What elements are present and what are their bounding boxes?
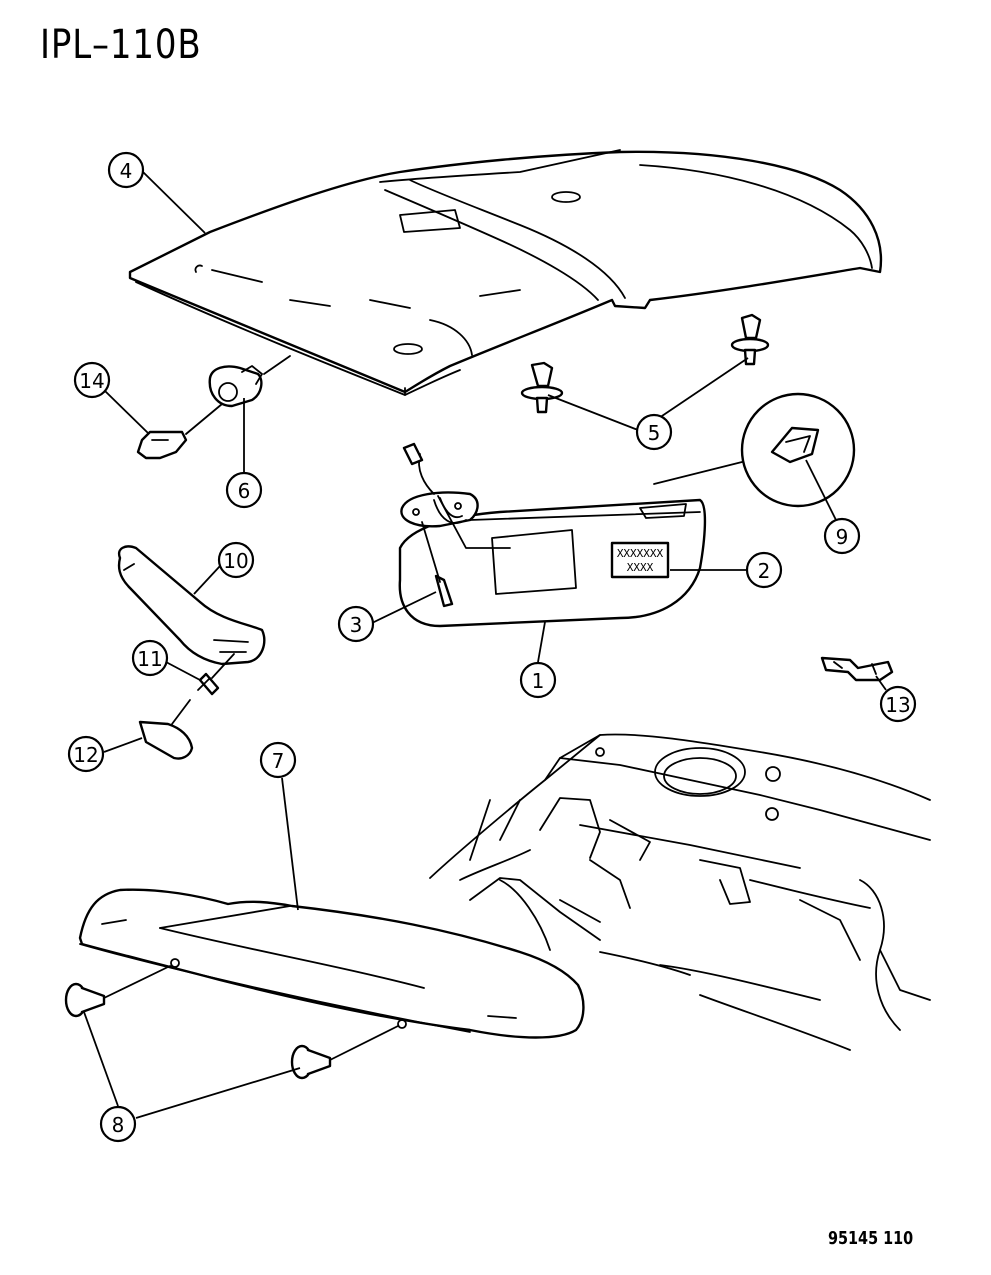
- callout-4: 4: [107, 151, 145, 189]
- callout-10: 10: [217, 541, 255, 579]
- callout-2-label: 2: [758, 559, 771, 583]
- clip-part: [820, 656, 894, 682]
- callout-4-label: 4: [120, 159, 133, 183]
- callout-9-label: 9: [836, 525, 849, 549]
- fastener-part-a: [64, 965, 171, 1018]
- callout-12: 12: [67, 735, 105, 773]
- retainer-clip-part: [136, 403, 223, 460]
- visor-clip-detail: [653, 392, 856, 508]
- callout-3-label: 3: [350, 613, 363, 637]
- callout-14-label: 14: [79, 369, 104, 393]
- callout-7-label: 7: [272, 749, 285, 773]
- sunvisor-label: XXXXXXX XXXX: [610, 541, 670, 579]
- drawing-reference-number: 95145 110: [828, 1228, 914, 1249]
- callout-8: 8: [99, 1105, 137, 1143]
- callout-8-label: 8: [112, 1113, 125, 1137]
- assist-handle-part: [117, 545, 266, 666]
- callout-5: 5: [635, 413, 673, 451]
- coat-hook-part: [208, 355, 291, 408]
- headliner-part: [128, 149, 883, 396]
- vehicle-body: [429, 733, 931, 1051]
- callout-1: 1: [519, 661, 557, 699]
- callout-6-label: 6: [238, 479, 251, 503]
- callout-13: 13: [879, 685, 917, 723]
- callout-13-label: 13: [885, 693, 910, 717]
- sunvisor-screw-part: [421, 521, 454, 608]
- callout-5-label: 5: [648, 421, 661, 445]
- package-tray-part: [78, 888, 585, 1039]
- handle-screw-part: [197, 653, 235, 696]
- callout-12-label: 12: [73, 743, 98, 767]
- sunvisor-label-line2: XXXX: [627, 561, 654, 574]
- page-title: IPL–110B: [40, 22, 202, 68]
- push-pin-part-b: [730, 313, 770, 366]
- handle-cap-part: [138, 699, 194, 760]
- callout-6: 6: [225, 471, 263, 509]
- callout-3: 3: [337, 605, 375, 643]
- callout-2: 2: [745, 551, 783, 589]
- callout-7: 7: [259, 741, 297, 779]
- callout-10-label: 10: [223, 549, 248, 573]
- sunvisor-mount-part: [400, 442, 701, 549]
- push-pin-part-a: [520, 361, 564, 414]
- callout-11-label: 11: [137, 647, 162, 671]
- callout-14: 14: [73, 361, 111, 399]
- callout-9: 9: [823, 517, 861, 555]
- leader-lines: [83, 171, 887, 1119]
- callout-11: 11: [131, 639, 169, 677]
- callout-1-label: 1: [532, 669, 545, 693]
- fastener-part-b: [290, 1025, 399, 1080]
- sunvisor-label-line1: XXXXXXX: [617, 547, 664, 560]
